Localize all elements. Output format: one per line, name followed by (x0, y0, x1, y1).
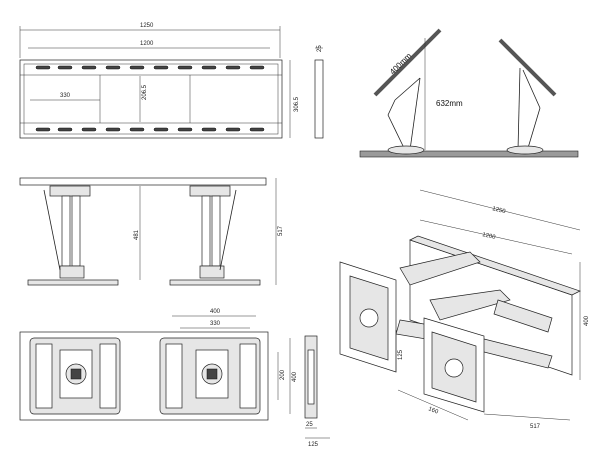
dim-plan-width-inner: 330 (210, 321, 221, 327)
front-elevation: 481 517 (19, 177, 284, 286)
dim-iso-height: 400 (584, 315, 590, 326)
isometric-view: 1250 1200 400 160 517 125 (339, 189, 590, 430)
dim-plan-depth-a: 25 (306, 422, 313, 428)
dim-height-inner: 206.5 (142, 84, 148, 100)
diagonal-label: 400mm (388, 51, 413, 76)
dim-plan-height-inner: 200 (280, 369, 286, 380)
dim-width-outer: 1250 (140, 23, 154, 29)
dim-iso-length-inner: 1200 (482, 232, 497, 241)
plan-view: 400 330 200 400 25 125 (19, 309, 330, 448)
dim-depth: 25 (317, 45, 323, 52)
dim-plan-depth-b: 125 (308, 442, 319, 448)
dim-front-height-inner: 481 (134, 229, 140, 240)
rail-side-profile (314, 59, 324, 139)
dim-span: 330 (60, 93, 71, 99)
dim-plan-height-outer: 400 (292, 371, 298, 382)
dim-iso-side: 160 (427, 406, 439, 416)
dim-height-outer: 306.5 (294, 96, 300, 112)
dim-front-height-outer: 517 (278, 225, 284, 236)
dim-width-inner: 1200 (140, 41, 154, 47)
dim-iso-depth-a: 125 (398, 349, 404, 360)
dim-iso-depth-b: 517 (530, 424, 541, 430)
top-rail (19, 177, 267, 186)
extension-label: 632mm (436, 99, 463, 108)
dim-iso-length-outer: 1250 (492, 206, 507, 215)
dim-plan-width-outer: 400 (210, 309, 221, 315)
rail-plate-view: 1250 1200 330 206.5 306.5 (19, 23, 324, 139)
profile-sketch: 400mm 632mm (359, 28, 579, 158)
rail-plate (19, 59, 283, 139)
